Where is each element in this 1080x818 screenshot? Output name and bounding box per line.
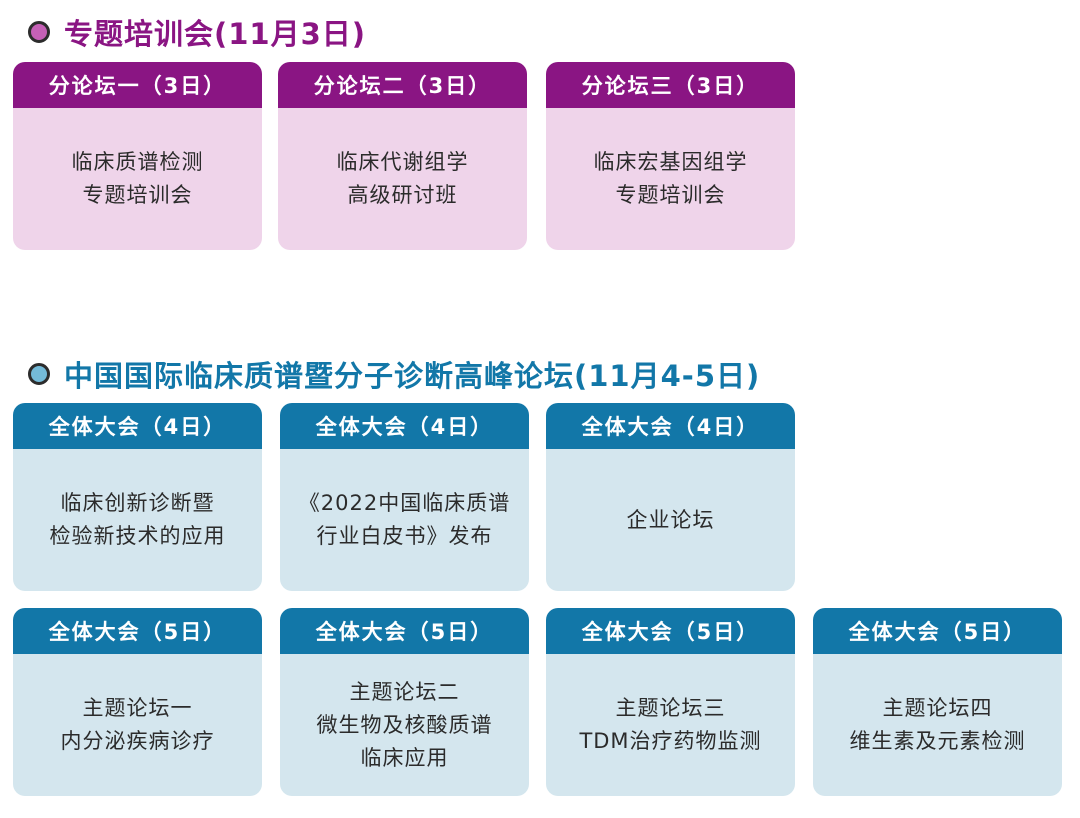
- card-line: 临床代谢组学: [336, 150, 469, 174]
- plenary-card-4-2: 全体大会（4日） 《2022中国临床质谱 行业白皮书》发布: [280, 403, 529, 591]
- card-line: 主题论坛三: [615, 696, 726, 720]
- section-title-summit: 中国国际临床质谱暨分子诊断高峰论坛(11月4-5日): [28, 354, 760, 394]
- plenary-card-5-2: 全体大会（5日） 主题论坛二 微生物及核酸质谱 临床应用: [280, 608, 529, 796]
- card-line: 内分泌疾病诊疗: [60, 729, 215, 753]
- card-line: 主题论坛四: [882, 696, 993, 720]
- plenary-card-5-1: 全体大会（5日） 主题论坛一 内分泌疾病诊疗: [13, 608, 262, 796]
- plenary-card-4-3: 全体大会（4日） 企业论坛: [546, 403, 795, 591]
- card-line: 维生素及元素检测: [849, 729, 1026, 753]
- card-body: 《2022中国临床质谱 行业白皮书》发布: [280, 449, 529, 591]
- card-line: 专题培训会: [82, 183, 193, 207]
- plenary-card-5-4: 全体大会（5日） 主题论坛四 维生素及元素检测: [813, 608, 1062, 796]
- card-line: 临床创新诊断暨: [60, 491, 215, 515]
- card-body: 企业论坛: [546, 449, 795, 591]
- card-header: 全体大会（4日）: [280, 403, 529, 449]
- section-title-training: 专题培训会(11月3日): [28, 12, 366, 52]
- card-header: 分论坛三（3日）: [546, 62, 795, 108]
- card-body: 主题论坛三 TDM治疗药物监测: [546, 654, 795, 796]
- section-title-text: 专题培训会(11月3日): [64, 17, 367, 51]
- card-line: 主题论坛二: [349, 679, 460, 704]
- card-header: 全体大会（5日）: [13, 608, 262, 654]
- card-body: 临床质谱检测 专题培训会: [13, 108, 262, 250]
- card-line: 高级研讨班: [347, 183, 458, 207]
- card-body: 临床创新诊断暨 检验新技术的应用: [13, 449, 262, 591]
- card-body: 主题论坛一 内分泌疾病诊疗: [13, 654, 262, 796]
- card-body: 主题论坛四 维生素及元素检测: [813, 654, 1062, 796]
- plenary-card-5-3: 全体大会（5日） 主题论坛三 TDM治疗药物监测: [546, 608, 795, 796]
- card-line: 临床宏基因组学: [593, 150, 748, 174]
- card-line: 专题培训会: [615, 183, 726, 207]
- card-line: 行业白皮书》发布: [316, 524, 493, 548]
- forum-card-2: 分论坛二（3日） 临床代谢组学 高级研讨班: [278, 62, 527, 250]
- card-body: 主题论坛二 微生物及核酸质谱 临床应用: [280, 654, 529, 796]
- card-line: 临床应用: [360, 745, 449, 770]
- card-header: 全体大会（5日）: [813, 608, 1062, 654]
- card-line: 主题论坛一: [82, 696, 193, 720]
- card-header: 全体大会（4日）: [546, 403, 795, 449]
- card-header: 全体大会（4日）: [13, 403, 262, 449]
- card-body: 临床宏基因组学 专题培训会: [546, 108, 795, 250]
- forum-card-3: 分论坛三（3日） 临床宏基因组学 专题培训会: [546, 62, 795, 250]
- card-line: 检验新技术的应用: [49, 524, 226, 548]
- card-header: 全体大会（5日）: [546, 608, 795, 654]
- card-header: 分论坛二（3日）: [278, 62, 527, 108]
- circle-bullet-icon: [28, 363, 50, 385]
- card-header: 全体大会（5日）: [280, 608, 529, 654]
- card-line: 企业论坛: [626, 507, 715, 532]
- forum-card-1: 分论坛一（3日） 临床质谱检测 专题培训会: [13, 62, 262, 250]
- card-header: 分论坛一（3日）: [13, 62, 262, 108]
- plenary-card-4-1: 全体大会（4日） 临床创新诊断暨 检验新技术的应用: [13, 403, 262, 591]
- card-line: TDM治疗药物监测: [579, 729, 762, 753]
- card-body: 临床代谢组学 高级研讨班: [278, 108, 527, 250]
- card-line: 临床质谱检测: [71, 150, 204, 174]
- section-title-text: 中国国际临床质谱暨分子诊断高峰论坛(11月4-5日): [64, 359, 761, 393]
- card-line: 《2022中国临床质谱: [298, 491, 511, 515]
- card-line: 微生物及核酸质谱: [316, 712, 493, 737]
- circle-bullet-icon: [28, 21, 50, 43]
